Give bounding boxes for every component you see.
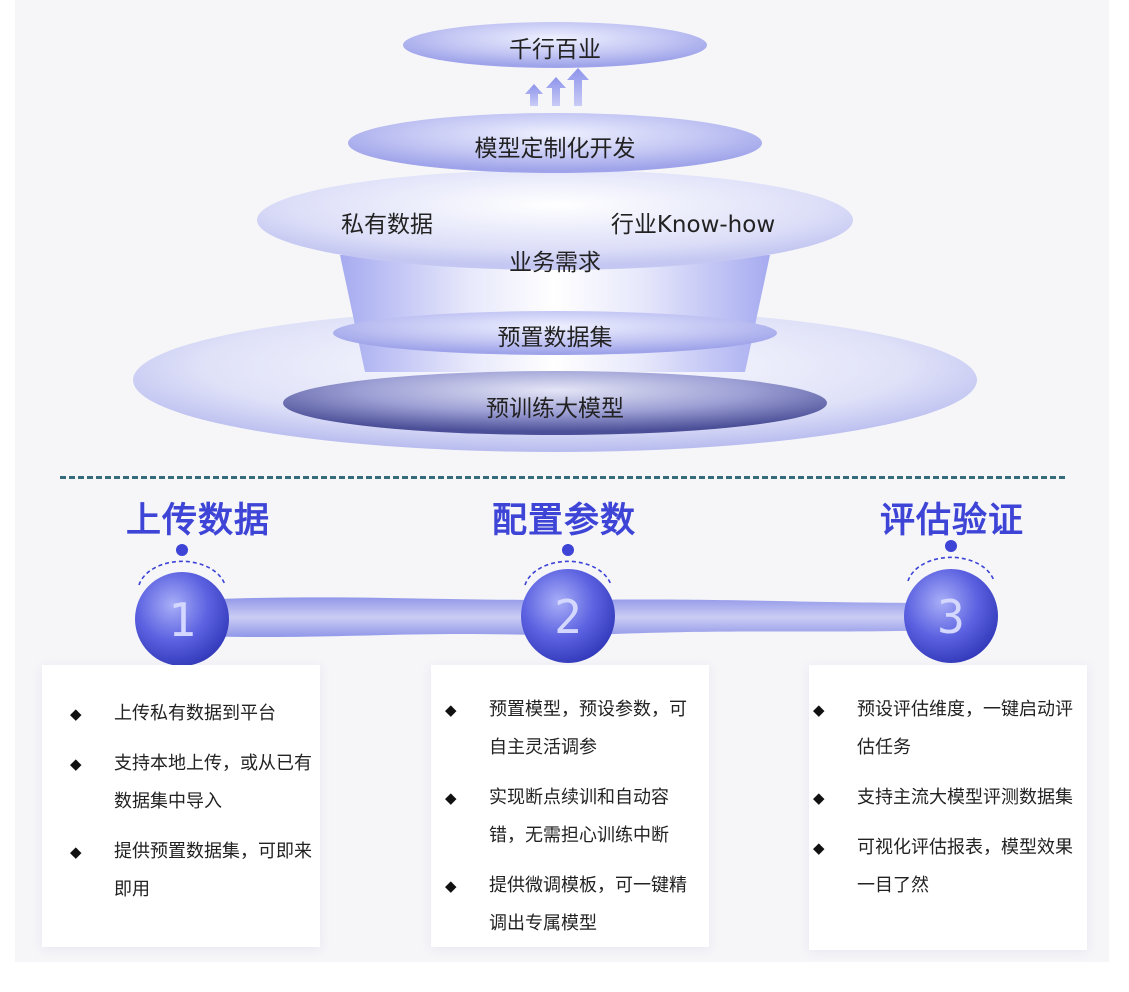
step3-number: 3 xyxy=(937,590,965,644)
step1-number: 1 xyxy=(168,593,196,647)
base-ellipse xyxy=(283,371,827,435)
pyramid-level2-label: 模型定制化开发 xyxy=(474,136,636,162)
bullet-icon: ◆ xyxy=(813,789,825,807)
step1-title: 上传数据 xyxy=(125,501,271,541)
step2-card: ◆预置模型，预设参数，可自主灵活调参 ◆实现断点续训和自动容错，无需担心训练中断… xyxy=(431,665,709,947)
step2-title: 配置参数 xyxy=(491,501,637,541)
step3-marker xyxy=(904,540,998,663)
step1-item: ◆支持本地上传，或从已有数据集中导入 xyxy=(42,745,320,821)
step3-item: ◆支持主流大模型评测数据集 xyxy=(809,779,1087,817)
bullet-icon: ◆ xyxy=(445,877,457,895)
bullet-icon: ◆ xyxy=(445,789,457,807)
step3-item: ◆预设评估维度，一键启动评估任务 xyxy=(809,691,1087,767)
pyramid-knowhow-label: 行业Know-how xyxy=(610,212,776,238)
step2-number: 2 xyxy=(554,590,582,644)
pyramid-private-data-label: 私有数据 xyxy=(341,212,433,238)
step3-item: ◆可视化评估报表，模型效果一目了然 xyxy=(809,829,1087,905)
step2-marker xyxy=(521,544,615,663)
level3-ellipse xyxy=(257,170,853,270)
step3-title: 评估验证 xyxy=(879,501,1025,541)
pyramid-base-label: 预训练大模型 xyxy=(486,396,624,422)
step1-item: ◆提供预置数据集，可即来即用 xyxy=(42,833,320,909)
top-ellipse xyxy=(403,22,707,68)
pyramid-dataset-label: 预置数据集 xyxy=(497,325,613,351)
pyramid-diagram xyxy=(133,22,977,452)
pyramid-business-label: 业务需求 xyxy=(509,250,601,276)
step2-item: ◆提供微调模板，可一键精调出专属模型 xyxy=(431,867,709,943)
bullet-icon: ◆ xyxy=(813,839,825,857)
step1-item: ◆上传私有数据到平台 xyxy=(42,695,320,733)
bullet-icon: ◆ xyxy=(445,701,457,719)
bullet-icon: ◆ xyxy=(70,843,82,861)
step2-item: ◆实现断点续训和自动容错，无需担心训练中断 xyxy=(431,779,709,855)
section-divider xyxy=(60,476,1065,479)
step2-item: ◆预置模型，预设参数，可自主灵活调参 xyxy=(431,691,709,767)
level2-ellipse xyxy=(348,113,762,173)
bullet-icon: ◆ xyxy=(70,705,82,723)
step-connector: 1 2 3 xyxy=(135,540,998,666)
bullet-icon: ◆ xyxy=(813,701,825,719)
step1-card: ◆上传私有数据到平台 ◆支持本地上传，或从已有数据集中导入 ◆提供预置数据集，可… xyxy=(42,665,320,947)
pyramid-top-label: 千行百业 xyxy=(509,37,601,63)
level4-ellipse xyxy=(333,311,777,355)
step3-card: ◆预设评估维度，一键启动评估任务 ◆支持主流大模型评测数据集 ◆可视化评估报表，… xyxy=(809,665,1087,950)
up-arrows-icon xyxy=(525,68,589,106)
bullet-icon: ◆ xyxy=(70,755,82,773)
step1-marker xyxy=(135,544,229,666)
